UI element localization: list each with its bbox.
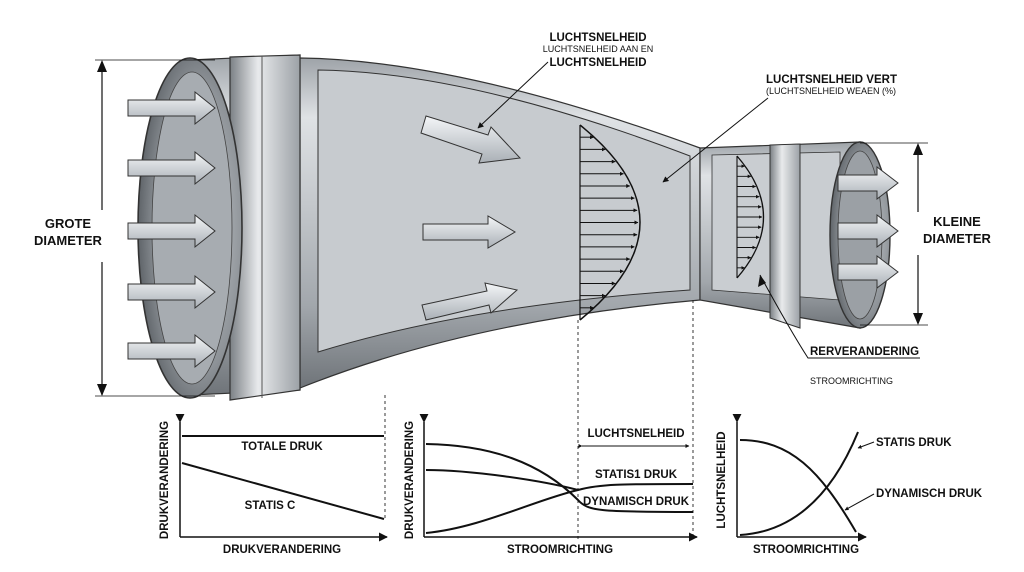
mid-arrow-center (422, 215, 516, 249)
chart3-y-label: LUCHTSNELHEID (716, 431, 728, 528)
rerverandering-leader (759, 274, 920, 359)
chart1-x-label: DRUKVERANDERING (223, 544, 341, 556)
right-callout-line-2: (LUCHTSNELHEID WEAEN (%) (766, 86, 896, 96)
mid-arrow-bottom (421, 282, 519, 321)
small-duct-collar (769, 143, 801, 329)
chart3-static-leader (857, 441, 875, 449)
small-diameter-dimension (860, 142, 928, 326)
chart3-x-label: STROOMRICHTING (753, 544, 859, 556)
velocity-profile-large-arrows (580, 135, 639, 310)
inlet-arrow-4 (127, 274, 216, 310)
chart1-static-label: STATIS C (245, 500, 296, 512)
inlet-arrow-3 (127, 213, 216, 249)
stroomrichting-small-label: STROOMRICHTING (810, 376, 893, 386)
top-callout-leader (477, 61, 549, 129)
outlet-arrow-3 (837, 254, 899, 290)
rerverandering-label: RERVERANDERING (810, 346, 919, 358)
kleine-diameter-label-1: KLEINE (933, 214, 981, 229)
chart2-static-curve-high (425, 443, 694, 513)
chart2-dynamic-label: DYNAMISCH DRUK (583, 496, 690, 508)
mid-arrow-top (420, 115, 522, 164)
inlet-arrow-2 (127, 150, 216, 186)
chart3-static-label: STATIS DRUK (876, 437, 952, 449)
outlet-arrow-1 (837, 165, 899, 201)
velocity-profile-small-arrows (737, 164, 763, 270)
large-diameter-dimension (95, 59, 215, 397)
chart3-dynamic-label: DYNAMISCH DRUK (876, 488, 983, 500)
duct (137, 54, 891, 401)
chart3-dynamic-curve (739, 439, 857, 533)
kleine-diameter-label-2: DIAMETER (923, 231, 992, 246)
top-callout-line-3: LUCHTSNELHEID (549, 57, 646, 69)
chart-2: LUCHTSNELHEID STATIS1 DRUK DYNAMISCH DRU… (404, 413, 698, 556)
chart1-y-label: DRUKVERANDERING (159, 421, 171, 539)
outlet-arrow-2 (837, 213, 899, 249)
mid-arrows (420, 115, 522, 321)
chart-1: TOTALE DRUK STATIS C DRUKVERANDERING DRU… (159, 413, 388, 556)
grote-diameter-label-2: DIAMETER (34, 233, 103, 248)
inlet-arrow-5 (127, 333, 216, 369)
chart2-x-label: STROOMRICHTING (507, 544, 613, 556)
chart2-y-label: DRUKVERANDERING (404, 421, 416, 539)
chart2-static-label: STATIS1 DRUK (595, 469, 678, 481)
chart3-dynamic-leader (844, 493, 875, 511)
chart1-static-pressure-line (181, 462, 385, 520)
chart3-static-curve (739, 431, 859, 536)
right-callout-leader (662, 97, 769, 183)
inlet-arrows (127, 90, 216, 369)
inlet-arrow-1 (127, 90, 216, 126)
outlet-arrows (837, 165, 899, 290)
top-callout-line-1: LUCHTSNELHEID (549, 32, 646, 44)
chart-3: STATIS DRUK DYNAMISCH DRUK STROOMRICHTIN… (716, 413, 983, 556)
guide-lines (384, 300, 694, 540)
chart1-total-label: TOTALE DRUK (241, 441, 323, 453)
reducer-cutaway (317, 69, 691, 353)
grote-diameter-label-1: GROTE (45, 216, 92, 231)
top-callout-line-2: LUCHTSNELHEID AAN EN (543, 44, 654, 54)
right-callout-line-1: LUCHTSNELHEID VERT (766, 74, 897, 86)
chart2-dynamic-curve (425, 489, 579, 534)
chart2-luchtsnelheid-label: LUCHTSNELHEID (587, 428, 684, 440)
